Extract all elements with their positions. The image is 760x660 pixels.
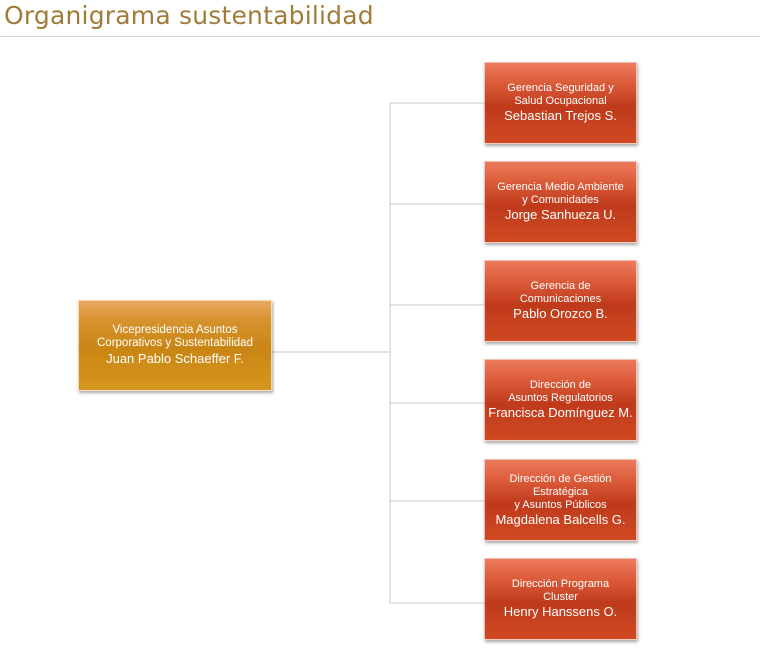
org-node-medio-ambiente: Gerencia Medio Ambiente y Comunidades Jo… (484, 161, 637, 243)
org-node-asuntos-regulatorios: Dirección de Asuntos Regulatorios Franci… (484, 359, 637, 441)
node-role: Vicepresidencia Asuntos Corporativos y S… (97, 324, 253, 349)
node-role: Gerencia Seguridad y Salud Ocupacional (507, 82, 614, 107)
node-role: Dirección Programa Cluster (511, 578, 610, 603)
page-title: Organigrama sustentabilidad (4, 1, 374, 30)
node-role: Gerencia Medio Ambiente y Comunidades (497, 181, 624, 206)
org-node-comunicaciones: Gerencia de Comunicaciones Pablo Orozco … (484, 260, 637, 342)
node-person: Henry Hanssens O. (503, 604, 618, 619)
node-person: Jorge Sanhueza U. (504, 207, 617, 222)
org-node-gestion-estrategica: Dirección de Gestión Estratégica y Asunt… (484, 459, 637, 541)
node-person: Pablo Orozco B. (513, 306, 608, 321)
title-divider (0, 36, 760, 37)
node-person: Sebastian Trejos S. (504, 108, 617, 123)
node-role: Dirección de Gestión Estratégica y Asunt… (509, 472, 612, 511)
org-node-vicepresidencia: Vicepresidencia Asuntos Corporativos y S… (78, 300, 272, 391)
node-person: Juan Pablo Schaeffer F. (106, 351, 244, 366)
node-role: Gerencia de Comunicaciones (519, 280, 602, 305)
org-node-programa-cluster: Dirección Programa Cluster Henry Hanssen… (484, 558, 637, 640)
node-role: Dirección de Asuntos Regulatorios (508, 379, 613, 404)
org-node-seguridad-salud: Gerencia Seguridad y Salud Ocupacional S… (484, 62, 637, 144)
node-person: Magdalena Balcells G. (495, 511, 626, 527)
node-person: Francisca Domínguez M. (488, 405, 633, 420)
